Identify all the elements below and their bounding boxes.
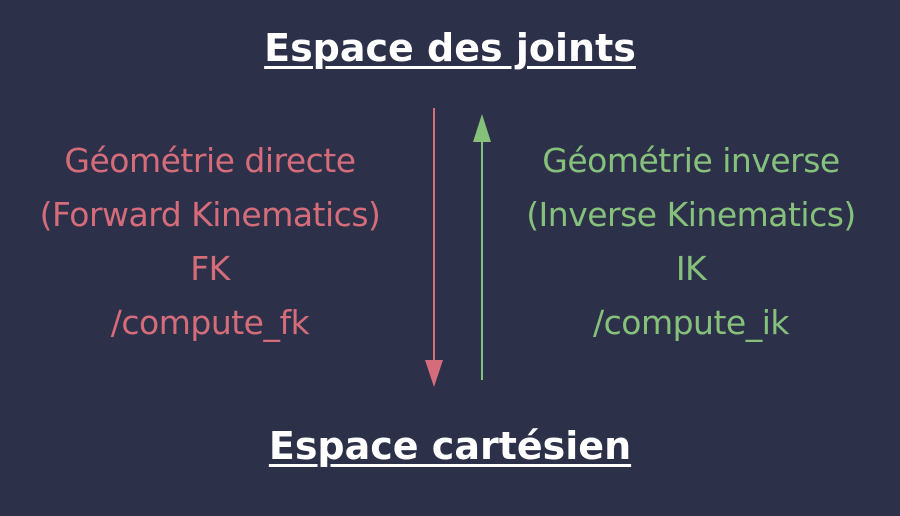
- fk-service: /compute_fk: [110, 303, 310, 342]
- ik-subtitle: (Inverse Kinematics): [526, 195, 856, 234]
- cartesian-space-heading: Espace cartésien: [268, 424, 632, 468]
- fk-subtitle: (Forward Kinematics): [39, 195, 381, 234]
- down-arrow-icon: [425, 108, 443, 387]
- forward-kinematics-label: Géométrie directe (Forward Kinematics) F…: [0, 134, 420, 350]
- inverse-kinematics-label: Géométrie inverse (Inverse Kinematics) I…: [482, 134, 900, 350]
- fk-abbreviation: FK: [190, 249, 230, 288]
- fk-title: Géométrie directe: [64, 141, 356, 180]
- ik-service: /compute_ik: [593, 303, 789, 342]
- up-arrow-icon: [473, 114, 491, 380]
- ik-abbreviation: IK: [675, 249, 707, 288]
- ik-title: Géométrie inverse: [542, 141, 840, 180]
- joint-space-heading: Espace des joints: [264, 26, 636, 70]
